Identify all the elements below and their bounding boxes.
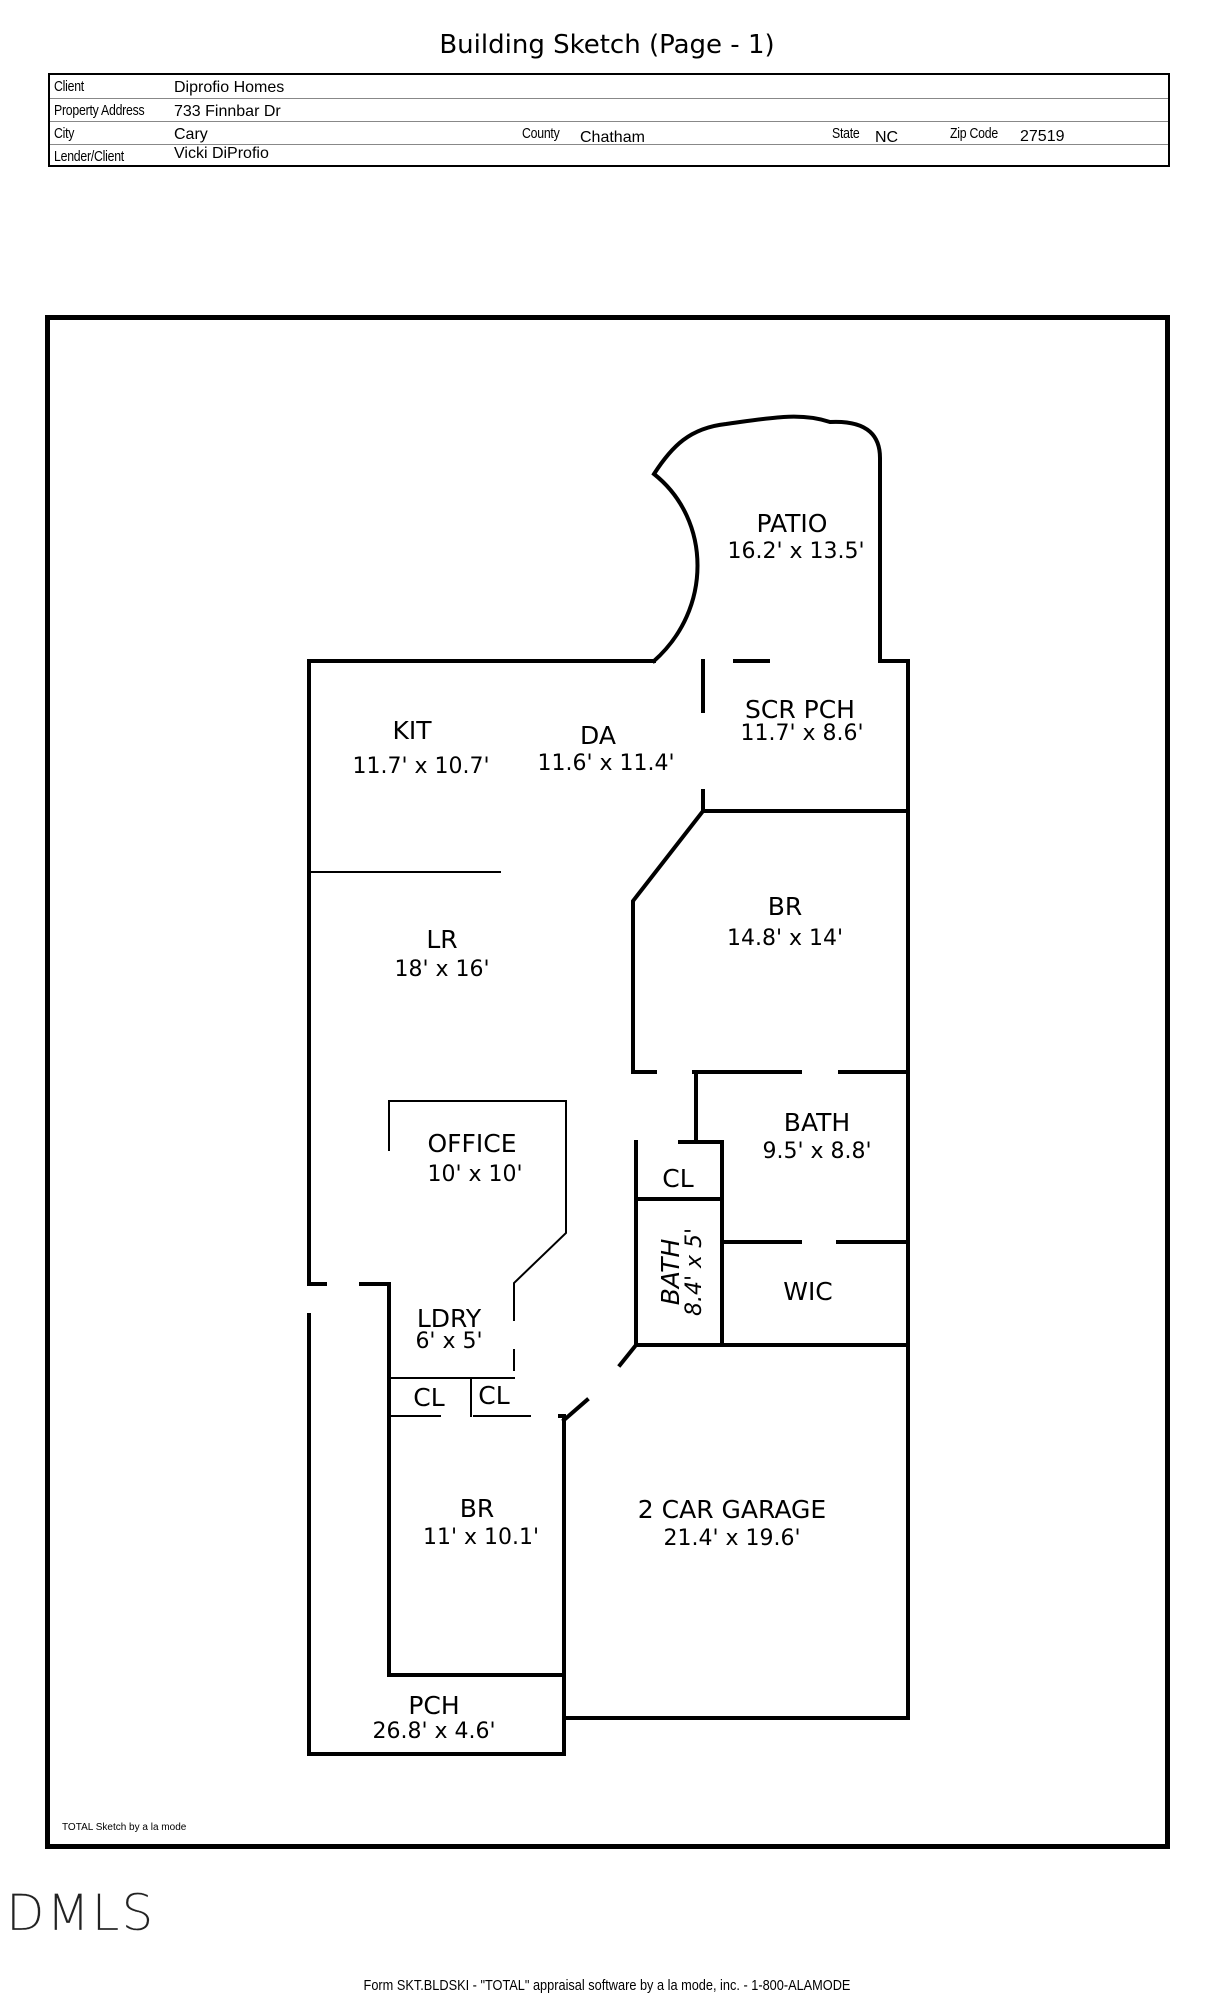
bath-cl-top xyxy=(694,1140,724,1201)
pch-name: PCH xyxy=(408,1691,459,1720)
sketch-frame xyxy=(45,315,1170,1849)
scr-pch-name: SCR PCH xyxy=(745,695,855,724)
office-name: OFFICE xyxy=(427,1129,516,1158)
master-br-name: BR xyxy=(768,892,803,921)
outer-wall-left xyxy=(307,659,566,1756)
city-value: Cary xyxy=(174,126,208,143)
patio-outline xyxy=(651,414,882,664)
garage-name: 2 CAR GARAGE xyxy=(638,1495,826,1524)
lender-row: Lender/Client Vicki DiProfio xyxy=(50,144,1168,168)
bath2-name: BATH xyxy=(656,1239,685,1306)
master-bath-dim: 9.5' x 8.8' xyxy=(762,1139,871,1164)
kit-dim: 11.7' x 10.7' xyxy=(352,754,489,779)
patio-dim: 16.2' x 13.5' xyxy=(727,539,864,564)
state-label: State xyxy=(832,125,860,142)
scr-pch-dim: 11.7' x 8.6' xyxy=(740,721,863,746)
br2-right xyxy=(558,1414,566,1720)
client-value: Diprofio Homes xyxy=(174,79,285,96)
master-br-dim: 14.8' x 14' xyxy=(727,926,843,951)
garage-dim: 21.4' x 19.6' xyxy=(663,1526,800,1551)
sketch-credit: TOTAL Sketch by a la mode xyxy=(62,1822,187,1833)
form-footer: Form SKT.BLDSKI - "TOTAL" appraisal soft… xyxy=(363,1977,851,1994)
da-dim: 11.6' x 11.4' xyxy=(537,751,674,776)
county-label: County xyxy=(522,125,560,142)
garage-walls xyxy=(561,1342,910,1720)
bath2-dim: 8.4' x 5' xyxy=(682,1228,707,1316)
master-br-walls xyxy=(631,808,910,1074)
floor-plan-walls xyxy=(307,414,910,1756)
ldry-bottom xyxy=(388,1377,515,1417)
address-row: Property Address 733 Finnbar Dr xyxy=(50,98,1168,122)
client-label: Client xyxy=(54,78,84,95)
city-row: City Cary County Chatham State NC Zip Co… xyxy=(50,121,1168,146)
wic-name: WIC xyxy=(783,1277,833,1306)
patio-name: PATIO xyxy=(757,509,828,538)
address-label: Property Address xyxy=(54,102,145,119)
br2-dim: 11' x 10.1' xyxy=(423,1525,539,1550)
office-dim: 10' x 10' xyxy=(427,1162,522,1187)
address-value: 733 Finnbar Dr xyxy=(174,103,281,120)
pch-dim: 26.8' x 4.6' xyxy=(372,1719,495,1744)
county-value: Chatham xyxy=(580,129,645,146)
room-labels: PATIO 16.2' x 13.5' KIT 11.7' x 10.7' DA… xyxy=(352,509,871,1744)
lr-dim: 18' x 16' xyxy=(394,957,489,982)
city-label: City xyxy=(54,125,75,142)
master-bath-name: BATH xyxy=(784,1108,850,1137)
lr-name: LR xyxy=(426,925,457,954)
bath-cl-name: CL xyxy=(662,1164,693,1193)
state-value: NC xyxy=(875,129,899,146)
lender-value: Vicki DiProfio xyxy=(174,145,269,162)
ldry-dim: 6' x 5' xyxy=(415,1329,482,1354)
bath2-label-group: BATH 8.4' x 5' xyxy=(656,1228,707,1316)
ldry-name: LDRY xyxy=(417,1304,482,1333)
property-info-table: Client Diprofio Homes Property Address 7… xyxy=(48,73,1170,167)
dmls-logo: DMLS xyxy=(6,1884,156,1942)
cl-left-name: CL xyxy=(413,1383,444,1412)
hall-left-wall xyxy=(307,1282,391,1677)
office-walls xyxy=(388,1100,567,1301)
page-title: Building Sketch (Page - 1) xyxy=(439,30,775,60)
kit-name: KIT xyxy=(392,716,432,745)
zip-label: Zip Code xyxy=(950,125,998,142)
lender-label: Lender/Client xyxy=(54,148,124,165)
cl-right-name: CL xyxy=(478,1381,509,1410)
zip-value: 27519 xyxy=(1020,128,1065,145)
da-name: DA xyxy=(580,721,616,750)
client-row: Client Diprofio Homes xyxy=(50,75,1168,98)
br2-name: BR xyxy=(460,1494,495,1523)
